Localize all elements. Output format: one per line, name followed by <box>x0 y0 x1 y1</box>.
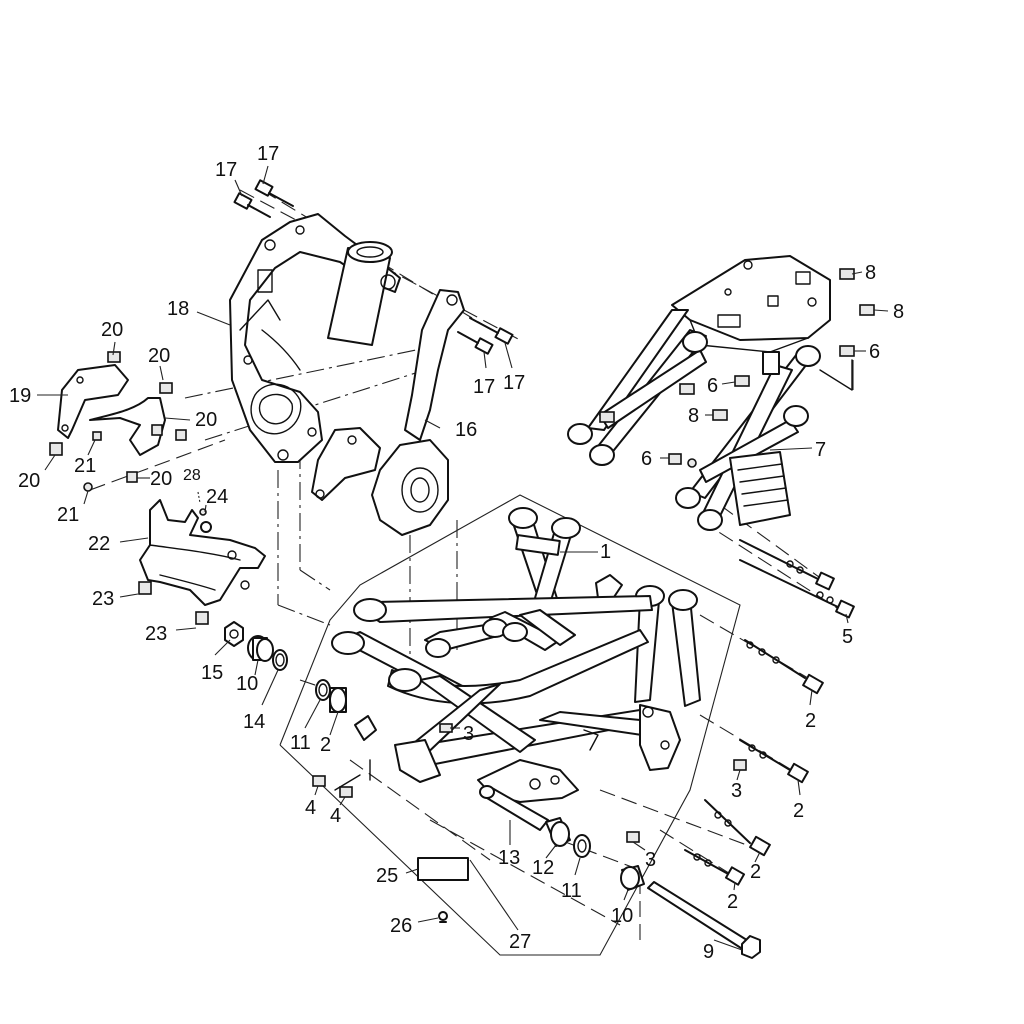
callout-17: 17 <box>257 143 279 165</box>
callout-7: 7 <box>815 439 826 461</box>
pivot-shaft-group <box>479 785 761 959</box>
callout-5: 5 <box>842 626 853 648</box>
callout-9: 9 <box>703 941 714 963</box>
bolt-17-lower-right <box>469 317 514 345</box>
callout-16: 16 <box>455 419 477 441</box>
headstock-left-plate-part-18 <box>229 213 401 463</box>
callout-23: 23 <box>92 588 114 610</box>
callout-15: 15 <box>201 662 223 684</box>
callout-2: 2 <box>805 710 816 732</box>
callout-8: 8 <box>688 405 699 427</box>
callout-20: 20 <box>18 470 40 492</box>
callout-6: 6 <box>641 448 652 470</box>
callout-13: 13 <box>498 847 520 869</box>
callout-20: 20 <box>195 409 217 431</box>
callout-21: 21 <box>57 504 79 526</box>
bolt-2-bottom <box>684 849 746 886</box>
callout-14: 14 <box>243 711 265 733</box>
callout-10: 10 <box>611 905 633 927</box>
bolt-2-mid <box>739 739 809 784</box>
callout-22: 22 <box>88 533 110 555</box>
callout-labels: 17 17 17 17 18 16 20 20 20 20 20 19 21 2… <box>9 143 904 963</box>
callout-17: 17 <box>503 372 525 394</box>
callout-18: 18 <box>167 298 189 320</box>
bolts-part-17 <box>233 179 514 355</box>
left-bracket-part-19 <box>49 351 187 492</box>
callout-23: 23 <box>145 623 167 645</box>
bolt-2-upper <box>744 639 824 695</box>
callout-17: 17 <box>473 376 495 398</box>
callout-3: 3 <box>731 780 742 802</box>
headstock-right-plate-part-16 <box>311 289 465 536</box>
left-bushings <box>224 621 377 798</box>
callout-21: 21 <box>74 455 96 477</box>
bolt-17-upper-left <box>233 192 271 218</box>
callout-17: 17 <box>215 159 237 181</box>
callout-2: 2 <box>727 891 738 913</box>
rear-bolts-part-5 <box>739 539 855 619</box>
callout-6: 6 <box>869 341 880 363</box>
bolt-2-lower <box>704 799 771 857</box>
callout-8: 8 <box>893 301 904 323</box>
leader-lines <box>37 165 889 951</box>
callout-2: 2 <box>750 861 761 883</box>
label-plate-part-25 <box>417 857 469 881</box>
steering-head-tube <box>327 241 396 346</box>
bracket-part-22 <box>138 499 266 625</box>
callout-20: 20 <box>148 345 170 367</box>
callout-4: 4 <box>305 797 316 819</box>
callout-24: 24 <box>206 486 228 508</box>
callout-25: 25 <box>376 865 398 887</box>
screw-part-26 <box>438 911 448 923</box>
callout-8: 8 <box>865 262 876 284</box>
callout-11: 11 <box>561 880 582 902</box>
callout-2: 2 <box>320 734 331 756</box>
callout-28: 28 <box>183 467 201 484</box>
callout-27: 27 <box>509 931 531 953</box>
callout-6: 6 <box>707 375 718 397</box>
bolts-part-2 <box>626 639 824 886</box>
callout-10: 10 <box>236 673 258 695</box>
callout-19: 19 <box>9 385 31 407</box>
callout-4: 4 <box>330 805 341 827</box>
callout-2: 2 <box>793 800 804 822</box>
callout-12: 12 <box>532 857 554 879</box>
callout-3: 3 <box>645 849 656 871</box>
callout-1: 1 <box>600 541 611 563</box>
bolt-17-lower-left <box>457 331 494 355</box>
callout-26: 26 <box>390 915 412 937</box>
callout-3: 3 <box>463 723 474 745</box>
main-frame-part-1 <box>331 507 701 803</box>
rear-subframe-part-7 <box>567 255 875 531</box>
callout-11: 11 <box>290 732 311 754</box>
bolt-17-upper-right <box>254 179 294 207</box>
callout-20: 20 <box>101 319 123 341</box>
callout-20: 20 <box>150 468 172 490</box>
